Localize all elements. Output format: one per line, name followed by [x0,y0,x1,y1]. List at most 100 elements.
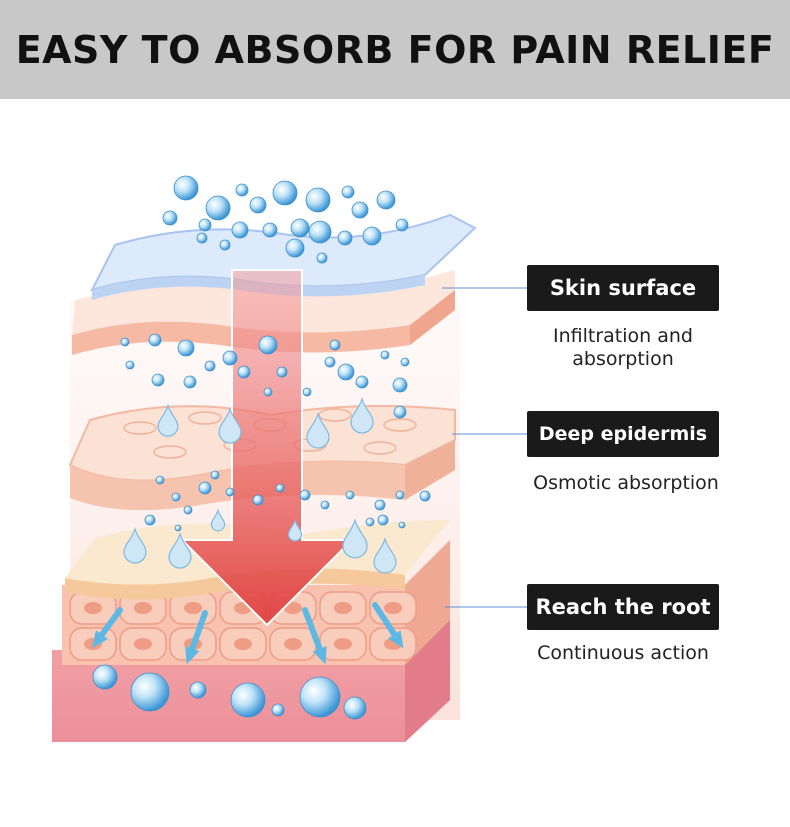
bubble-icon [395,490,405,500]
bubble-icon [205,195,231,221]
bubble-icon [272,180,298,206]
droplet-group [123,396,397,574]
bubble-icon [252,494,264,506]
bubble-icon [173,175,199,201]
bubble-icon [222,350,238,366]
bubble-icon [204,360,216,372]
cell-outline [363,441,397,455]
cell-nucleus [134,602,152,614]
bubble-icon [262,222,278,238]
bubble-icon [377,514,389,526]
cell-nucleus [384,602,402,614]
bubble-icon [380,350,390,360]
bubble-icon [343,696,367,720]
bubble-icon [345,490,355,500]
bubble-icon [271,703,285,717]
droplet-icon [373,536,397,574]
cell-nucleus [284,638,302,650]
bubble-icon [398,521,406,529]
bubble-icon [189,681,207,699]
cell-outline [383,418,417,432]
cell-outline [123,421,157,435]
bubble-icon [316,252,328,264]
description-line: Osmotic absorption [533,472,719,494]
bubble-icon [351,201,369,219]
bubble-icon [230,682,266,718]
absorption-arrowhead-icon [312,646,327,665]
absorption-arrowhead-icon [92,630,108,649]
absorption-arrowhead-icon [388,630,404,649]
bubble-icon [144,514,156,526]
bubble-icon [376,190,396,210]
cell-nucleus [334,638,352,650]
absorption-arrow-group [92,602,404,665]
droplet-icon [287,518,303,542]
bubble-icon [130,672,170,712]
down-arrow-icon [179,269,355,627]
bubble-icon [392,377,408,393]
bubble-icon [302,387,312,397]
bubble-icon [329,339,341,351]
absorption-arrowhead-icon [185,646,200,665]
skin-surface-description: Infiltration and absorption [518,325,728,371]
bubble-icon [299,489,311,501]
bubble-icon [285,238,305,258]
bubble-icon [341,185,355,199]
bubble-icon [324,356,336,368]
bubble-icon [219,239,231,251]
bubble-icon [263,387,273,397]
description-line: Continuous action [537,642,709,664]
deep-epidermis-description: Osmotic absorption [513,472,739,495]
cell-outline [153,445,187,459]
bubble-icon [231,221,249,239]
bubble-icon [308,220,332,244]
bubble-icon [362,226,382,246]
absorption-arrow-icon [372,602,401,643]
bubble-icon [183,505,193,515]
bubble-icon [337,363,355,381]
bubble-icon [198,481,212,495]
bubble-icon [198,218,212,232]
bubble-icon [299,676,341,718]
cell-nucleus [284,602,302,614]
bubble-icon [174,524,182,532]
bubble-icon [393,405,407,419]
bubble-icon [148,333,162,347]
bubble-icon [275,483,285,493]
droplet-icon [123,526,147,564]
bubble-icon [162,210,178,226]
droplet-icon [210,508,226,532]
page-title: EASY TO ABSORB FOR PAIN RELIEF [15,27,775,72]
bubble-icon [355,375,369,389]
bubble-icon [305,187,331,213]
skin-surface-label: Skin surface [527,265,719,311]
cell-nucleus [184,602,202,614]
bubble-icon [419,490,431,502]
bubble-icon [196,232,208,244]
absorption-arrow-icon [302,607,325,658]
bubble-icon [374,499,386,511]
bubble-icon [320,500,330,510]
reach-root-description: Continuous action [518,642,728,665]
bubble-icon [235,183,249,197]
bubble-icon [365,517,375,527]
cell-nucleus [84,602,102,614]
cell-outline [188,411,222,425]
cell-outline [318,408,352,422]
bubble-icon [92,664,118,690]
bubble-icon [249,196,267,214]
bubble-icon [290,218,310,238]
droplet-icon [350,396,374,434]
title-banner: EASY TO ABSORB FOR PAIN RELIEF [0,0,790,99]
reach-root-label: Reach the root [527,584,719,630]
bubble-icon [237,365,251,379]
cell-nucleus [334,602,352,614]
description-line: absorption [572,348,674,370]
bubble-icon [183,375,197,389]
droplet-icon [342,518,368,559]
cell-nucleus [134,638,152,650]
bubble-icon [120,337,130,347]
deep-epidermis-label: Deep epidermis [527,411,719,457]
bubble-icon [400,357,410,367]
droplet-icon [218,406,242,444]
